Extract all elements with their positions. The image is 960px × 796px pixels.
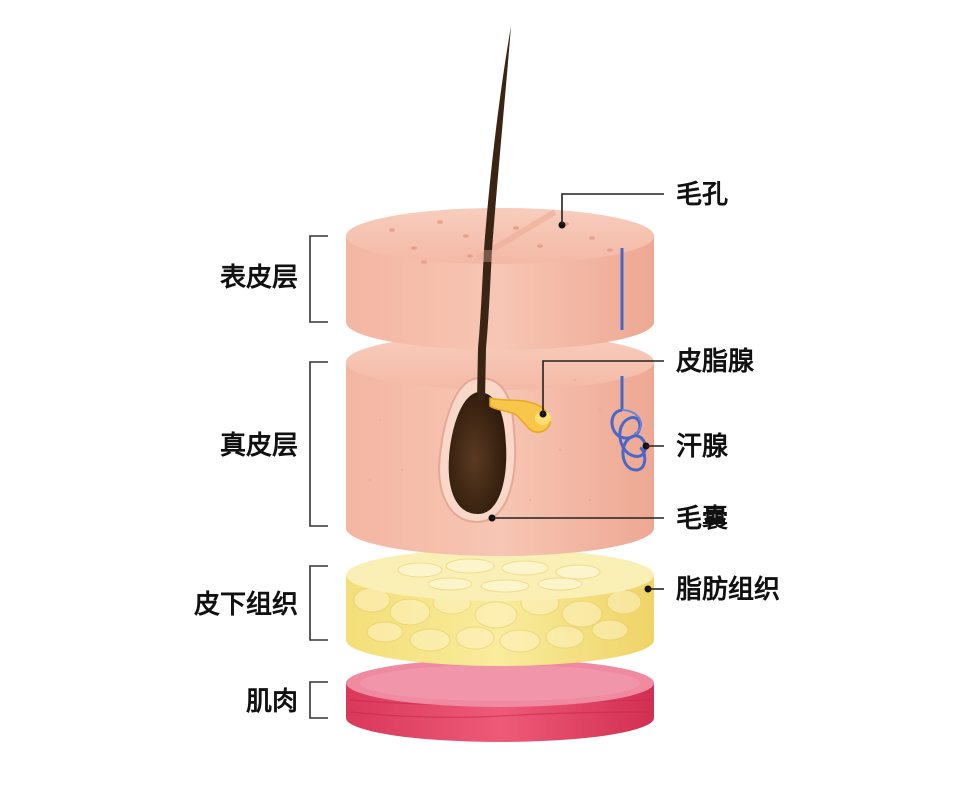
hair-shaft: [475, 26, 511, 400]
bracket-muscle: [309, 681, 328, 719]
label-sebaceous-gland: 皮脂腺: [676, 347, 755, 377]
label-hair-follicle: 毛囊: [676, 504, 728, 534]
label-subcutaneous: 皮下组织: [194, 589, 298, 620]
bracket-subcutaneous: [309, 565, 328, 641]
bracket-dermis: [309, 361, 328, 527]
label-dermis: 真皮层: [220, 431, 298, 461]
hair-follicle: [438, 376, 517, 524]
muscle-layer: [346, 659, 654, 742]
sebaceous-gland: [489, 397, 551, 433]
epidermis-layer: [346, 208, 654, 350]
leader-pore: [558, 193, 664, 229]
label-muscle: 肌肉: [246, 687, 298, 717]
leader-adipose-tissue: [644, 585, 664, 593]
label-sweat-gland: 汗腺: [676, 432, 729, 462]
leader-hair-follicle: [488, 514, 664, 522]
leader-sebaceous-gland: [539, 360, 664, 418]
label-epidermis: 表皮层: [220, 263, 298, 293]
sweat-gland: [610, 376, 647, 472]
bracket-epidermis: [309, 235, 328, 323]
subcutaneous-fat-layer: [346, 549, 654, 666]
label-adipose-tissue: 脂肪组织: [676, 574, 780, 605]
leader-sweat-gland: [642, 442, 664, 450]
label-pore: 毛孔: [676, 180, 728, 210]
